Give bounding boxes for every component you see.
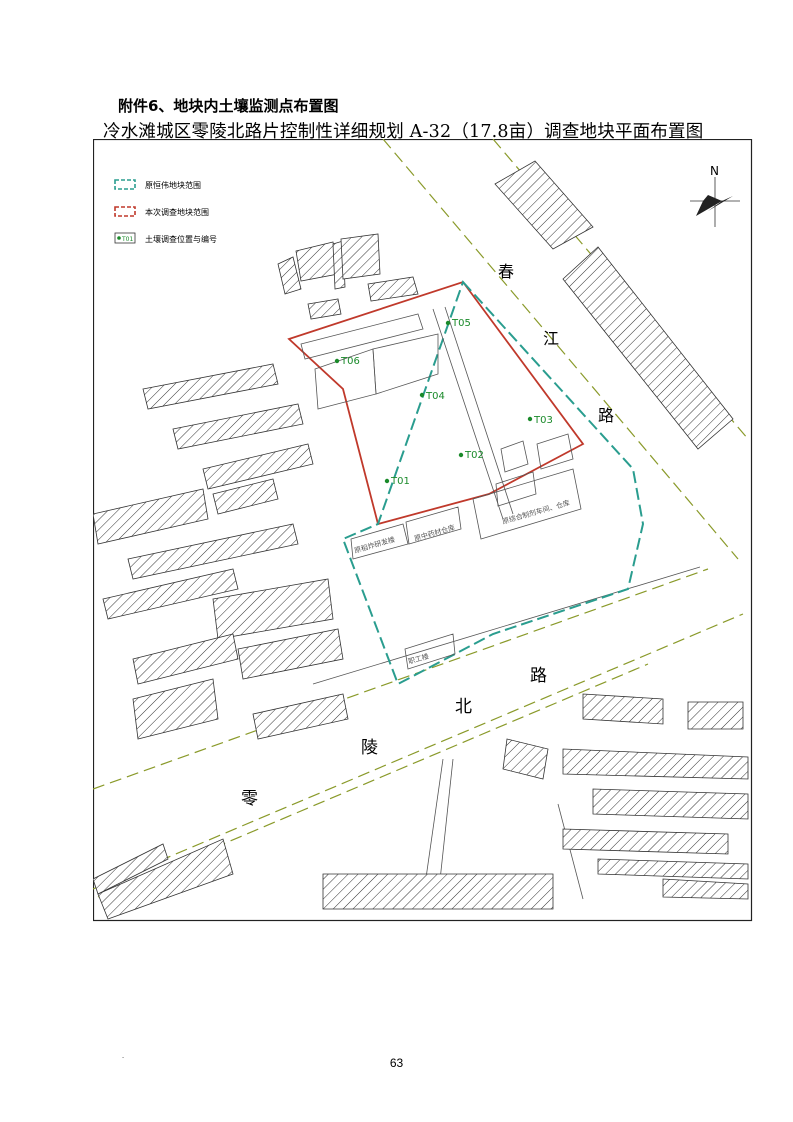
svg-text:N: N [710, 164, 719, 178]
svg-text:北: 北 [455, 697, 472, 717]
buildings [93, 160, 749, 920]
sampling-point-marker [334, 358, 340, 364]
sampling-point-label: T05 [451, 318, 471, 329]
legend-original-site: 原恒伟地块范围 [145, 180, 201, 190]
svg-text:零: 零 [241, 789, 258, 809]
sampling-point-marker [458, 452, 464, 458]
svg-text:陵: 陵 [361, 738, 378, 758]
legend-survey-site: 本次调查地块范围 [145, 207, 209, 217]
sampling-point-label: T01 [390, 476, 410, 487]
sampling-point-marker [445, 320, 451, 326]
attachment-heading: 附件6、地块内土壤监测点布置图 [118, 97, 339, 115]
map-legend: 原恒伟地块范围 本次调查地块范围 T01 土壤调查位置与编号 [114, 179, 217, 244]
map-title: 冷水滩城区零陵北路片控制性详细规划 A-32（17.8亩）调查地块平面布置图 [103, 122, 704, 142]
sampling-point-label: T04 [425, 391, 445, 402]
svg-text:江: 江 [543, 329, 559, 348]
site-layout-map: 原恒伟地块范围 本次调查地块范围 T01 土壤调查位置与编号 N 春 江 路 零… [93, 139, 753, 922]
sampling-point-marker [527, 416, 533, 422]
sampling-point-marker [384, 478, 390, 484]
page-number: 63 [389, 1056, 404, 1070]
legend-sample-code: T01 [121, 236, 133, 243]
sampling-point-label: T06 [340, 356, 360, 367]
page-mark: - [122, 1054, 125, 1061]
svg-text:路: 路 [598, 406, 614, 425]
sampling-point-marker [419, 392, 425, 398]
road-name-chunjiang: 春 江 路 [498, 262, 614, 425]
site-structures [300, 306, 582, 670]
road-name-linglingbei: 零 陵 北 路 [241, 666, 547, 809]
sampling-points: T01 T02 T03 T04 T05 T06 [334, 318, 553, 487]
svg-text:春: 春 [498, 262, 514, 281]
svg-text:路: 路 [530, 666, 547, 686]
sampling-point-label: T02 [464, 450, 484, 461]
north-arrow-icon: N [690, 164, 740, 227]
sampling-point-label: T03 [533, 415, 553, 426]
legend-sample-point: 土壤调查位置与编号 [145, 234, 217, 244]
original-site-boundary [341, 280, 645, 686]
